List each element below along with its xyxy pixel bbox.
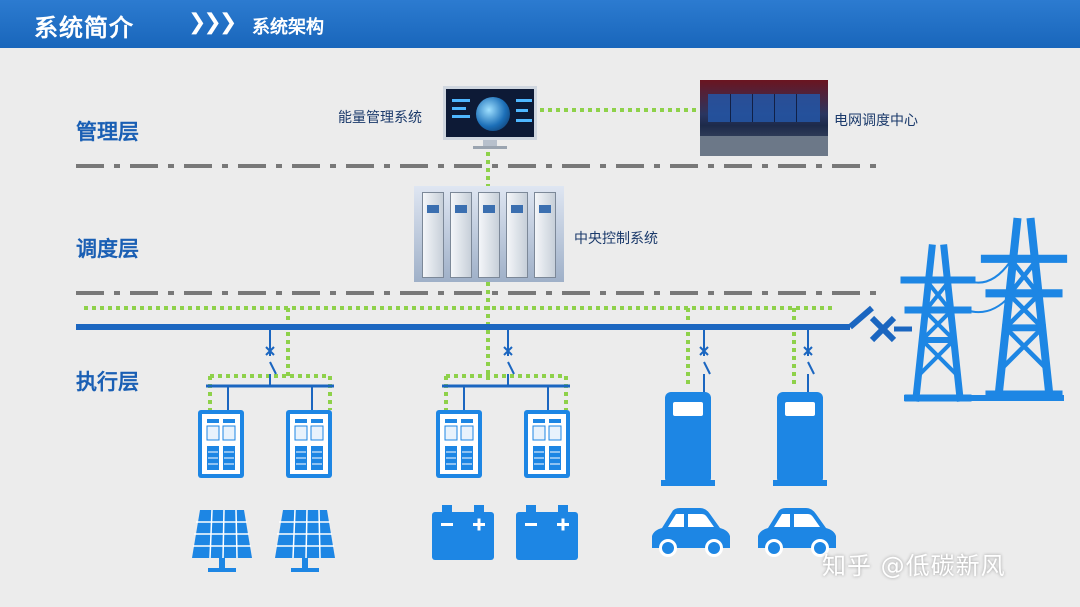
transmission-tower-icon — [904, 222, 1064, 398]
grid-switch-icon — [848, 305, 874, 330]
layer-label-management: 管理层 — [76, 120, 139, 144]
dispatch-center-photo — [700, 80, 828, 156]
feeder-switches — [265, 330, 815, 396]
solar-panel-icon — [274, 509, 336, 573]
header-subtitle: 系统架构 — [252, 17, 324, 38]
storage-converter-icon — [435, 409, 483, 479]
watermark: 知乎 @低碳新风 — [822, 552, 1006, 580]
communication-lines — [84, 108, 836, 410]
control-cabinets-photo — [414, 186, 564, 282]
chevron-right-icon: ❯❯❯ — [188, 10, 237, 35]
layer-label-dispatch: 调度层 — [76, 237, 139, 261]
energy-management-monitor — [443, 86, 537, 149]
battery-icon — [516, 505, 578, 560]
charging-pile-icon — [661, 392, 715, 486]
node-label-energy-management: 能量管理系统 — [338, 110, 422, 126]
header-title: 系统简介 — [34, 14, 134, 42]
pv-inverter-icon — [197, 409, 245, 479]
solar-panel-icon — [191, 509, 253, 573]
charging-pile-icon — [773, 392, 827, 486]
battery-icon — [432, 505, 494, 560]
header-bar: 系统简介 ❯❯❯ 系统架构 — [0, 0, 1080, 48]
electric-car-icon — [652, 508, 730, 557]
node-label-grid-dispatch-center: 电网调度中心 — [834, 113, 918, 129]
storage-converter-icon — [523, 409, 571, 479]
node-label-central-control: 中央控制系统 — [574, 231, 658, 247]
pv-inverter-icon — [285, 409, 333, 479]
layer-label-execution: 执行层 — [76, 370, 139, 394]
breaker-x-icon — [869, 315, 897, 343]
